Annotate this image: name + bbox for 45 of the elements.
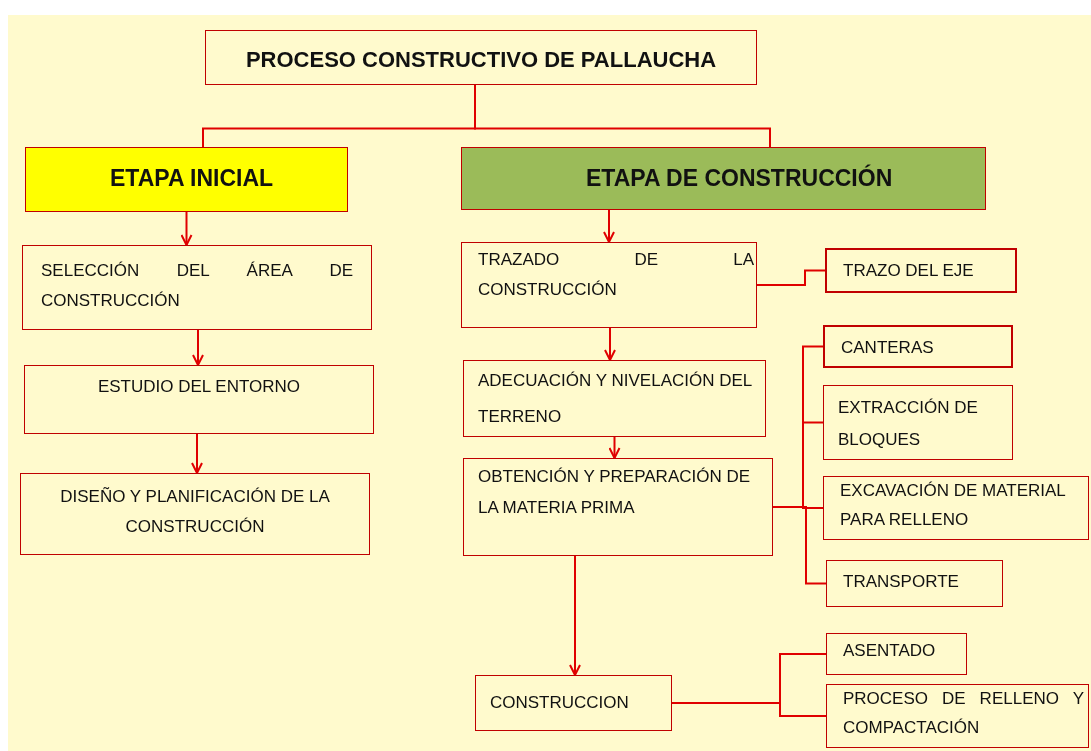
arrow bbox=[180, 211, 193, 246]
stage-header-box bbox=[25, 147, 348, 212]
process-box bbox=[826, 684, 1089, 748]
step-text: TRANSPORTE bbox=[843, 571, 960, 593]
process-box bbox=[823, 325, 1013, 368]
step-text: ESTUDIO DEL ENTORNO bbox=[96, 376, 302, 398]
process-box bbox=[823, 476, 1089, 540]
step-text: ADECUACIÓN Y NIVELACIÓN DEL TERRENO bbox=[478, 370, 753, 428]
heading-text: PROCESO CONSTRUCTIVO DE PALLAUCHA bbox=[244, 46, 718, 74]
title-box bbox=[205, 30, 757, 85]
process-box bbox=[463, 360, 766, 437]
arrow bbox=[192, 329, 204, 366]
process-box bbox=[826, 633, 967, 675]
step-text: PROCESO DE RELLENO Y COMPACTACIÓN bbox=[843, 688, 1084, 739]
process-box bbox=[825, 248, 1017, 293]
heading-text: ETAPA DE CONSTRUCCIÓN bbox=[586, 163, 894, 193]
step-text: TRAZO DEL EJE bbox=[843, 260, 975, 282]
step-text: EXCAVACIÓN DE MATERIAL PARA RELLENO bbox=[840, 480, 1067, 531]
step-text: CANTERAS bbox=[841, 337, 935, 359]
process-box bbox=[22, 245, 372, 330]
step-text: SELECCIÓN DEL ÁREA DE CONSTRUCCIÓN bbox=[41, 260, 353, 312]
bracket-connector bbox=[756, 269, 826, 286]
process-box bbox=[475, 675, 672, 731]
heading-text: ETAPA INICIAL bbox=[110, 164, 275, 193]
bracket-connector bbox=[474, 84, 771, 148]
step-text: TRAZADO DE LA CONSTRUCCIÓN bbox=[478, 249, 754, 301]
arrow bbox=[603, 209, 615, 243]
step-text: CONSTRUCCION bbox=[490, 692, 630, 714]
process-box bbox=[20, 473, 370, 555]
step-text: DISEÑO Y PLANIFICACIÓN DE LA CONSTRUCCIÓN bbox=[59, 486, 331, 538]
arrow bbox=[191, 433, 203, 474]
process-box bbox=[461, 242, 757, 328]
process-box bbox=[826, 560, 1003, 607]
process-box bbox=[463, 458, 773, 556]
process-box bbox=[823, 385, 1013, 460]
step-text: ASENTADO bbox=[843, 640, 937, 662]
arrow bbox=[604, 327, 616, 361]
arrow bbox=[608, 436, 621, 459]
step-text: EXTRACCIÓN DE BLOQUES bbox=[838, 397, 979, 452]
process-box bbox=[24, 365, 374, 434]
stage-header-box bbox=[461, 147, 986, 210]
arrow bbox=[569, 555, 581, 676]
bracket-connector bbox=[671, 702, 827, 717]
bracket-connector bbox=[772, 506, 827, 585]
step-text: OBTENCIÓN Y PREPARACIÓN DE LA MATERIA PRIMA bbox=[478, 466, 752, 520]
